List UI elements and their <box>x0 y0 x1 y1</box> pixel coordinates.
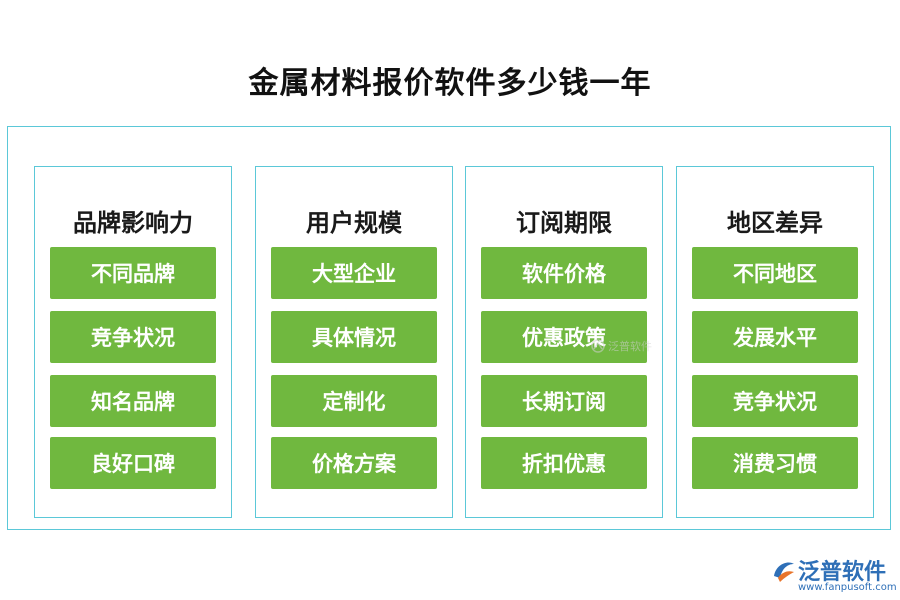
item-box: 良好口碑 <box>50 437 216 489</box>
item-box: 不同品牌 <box>50 247 216 299</box>
item-box: 价格方案 <box>271 437 437 489</box>
item-box: 发展水平 <box>692 311 858 363</box>
column-heading: 订阅期限 <box>516 209 612 237</box>
logo-url: www.fanpusoft.com <box>798 582 897 593</box>
item-box: 竞争状况 <box>692 375 858 427</box>
column-heading: 用户规模 <box>306 209 402 237</box>
item-box: 大型企业 <box>271 247 437 299</box>
item-box: 不同地区 <box>692 247 858 299</box>
item-box: 竞争状况 <box>50 311 216 363</box>
page-title: 金属材料报价软件多少钱一年 <box>248 66 652 101</box>
item-box: 软件价格 <box>481 247 647 299</box>
watermark-icon <box>591 339 605 353</box>
item-box: 长期订阅 <box>481 375 647 427</box>
item-box: 具体情况 <box>271 311 437 363</box>
column-regional-difference: 地区差异 不同地区 发展水平 竞争状况 消费习惯 <box>676 166 874 518</box>
watermark-text: 泛普软件 <box>608 340 652 353</box>
column-heading: 地区差异 <box>727 209 823 237</box>
item-box: 消费习惯 <box>692 437 858 489</box>
watermark: 泛普软件 <box>590 338 652 354</box>
logo-name: 泛普软件 <box>798 560 887 585</box>
company-logo: 泛普软件 www.fanpusoft.com <box>770 552 897 598</box>
item-box: 知名品牌 <box>50 375 216 427</box>
item-box: 折扣优惠 <box>481 437 647 489</box>
diagram-frame <box>7 126 891 530</box>
logo-icon <box>774 562 794 582</box>
item-box: 优惠政策 <box>481 311 647 363</box>
item-box: 定制化 <box>271 375 437 427</box>
column-brand-influence: 品牌影响力 不同品牌 竞争状况 知名品牌 良好口碑 <box>34 166 232 518</box>
column-subscription-term: 订阅期限 软件价格 优惠政策 长期订阅 折扣优惠 <box>465 166 663 518</box>
column-heading: 品牌影响力 <box>73 209 193 237</box>
column-user-scale: 用户规模 大型企业 具体情况 定制化 价格方案 <box>255 166 453 518</box>
